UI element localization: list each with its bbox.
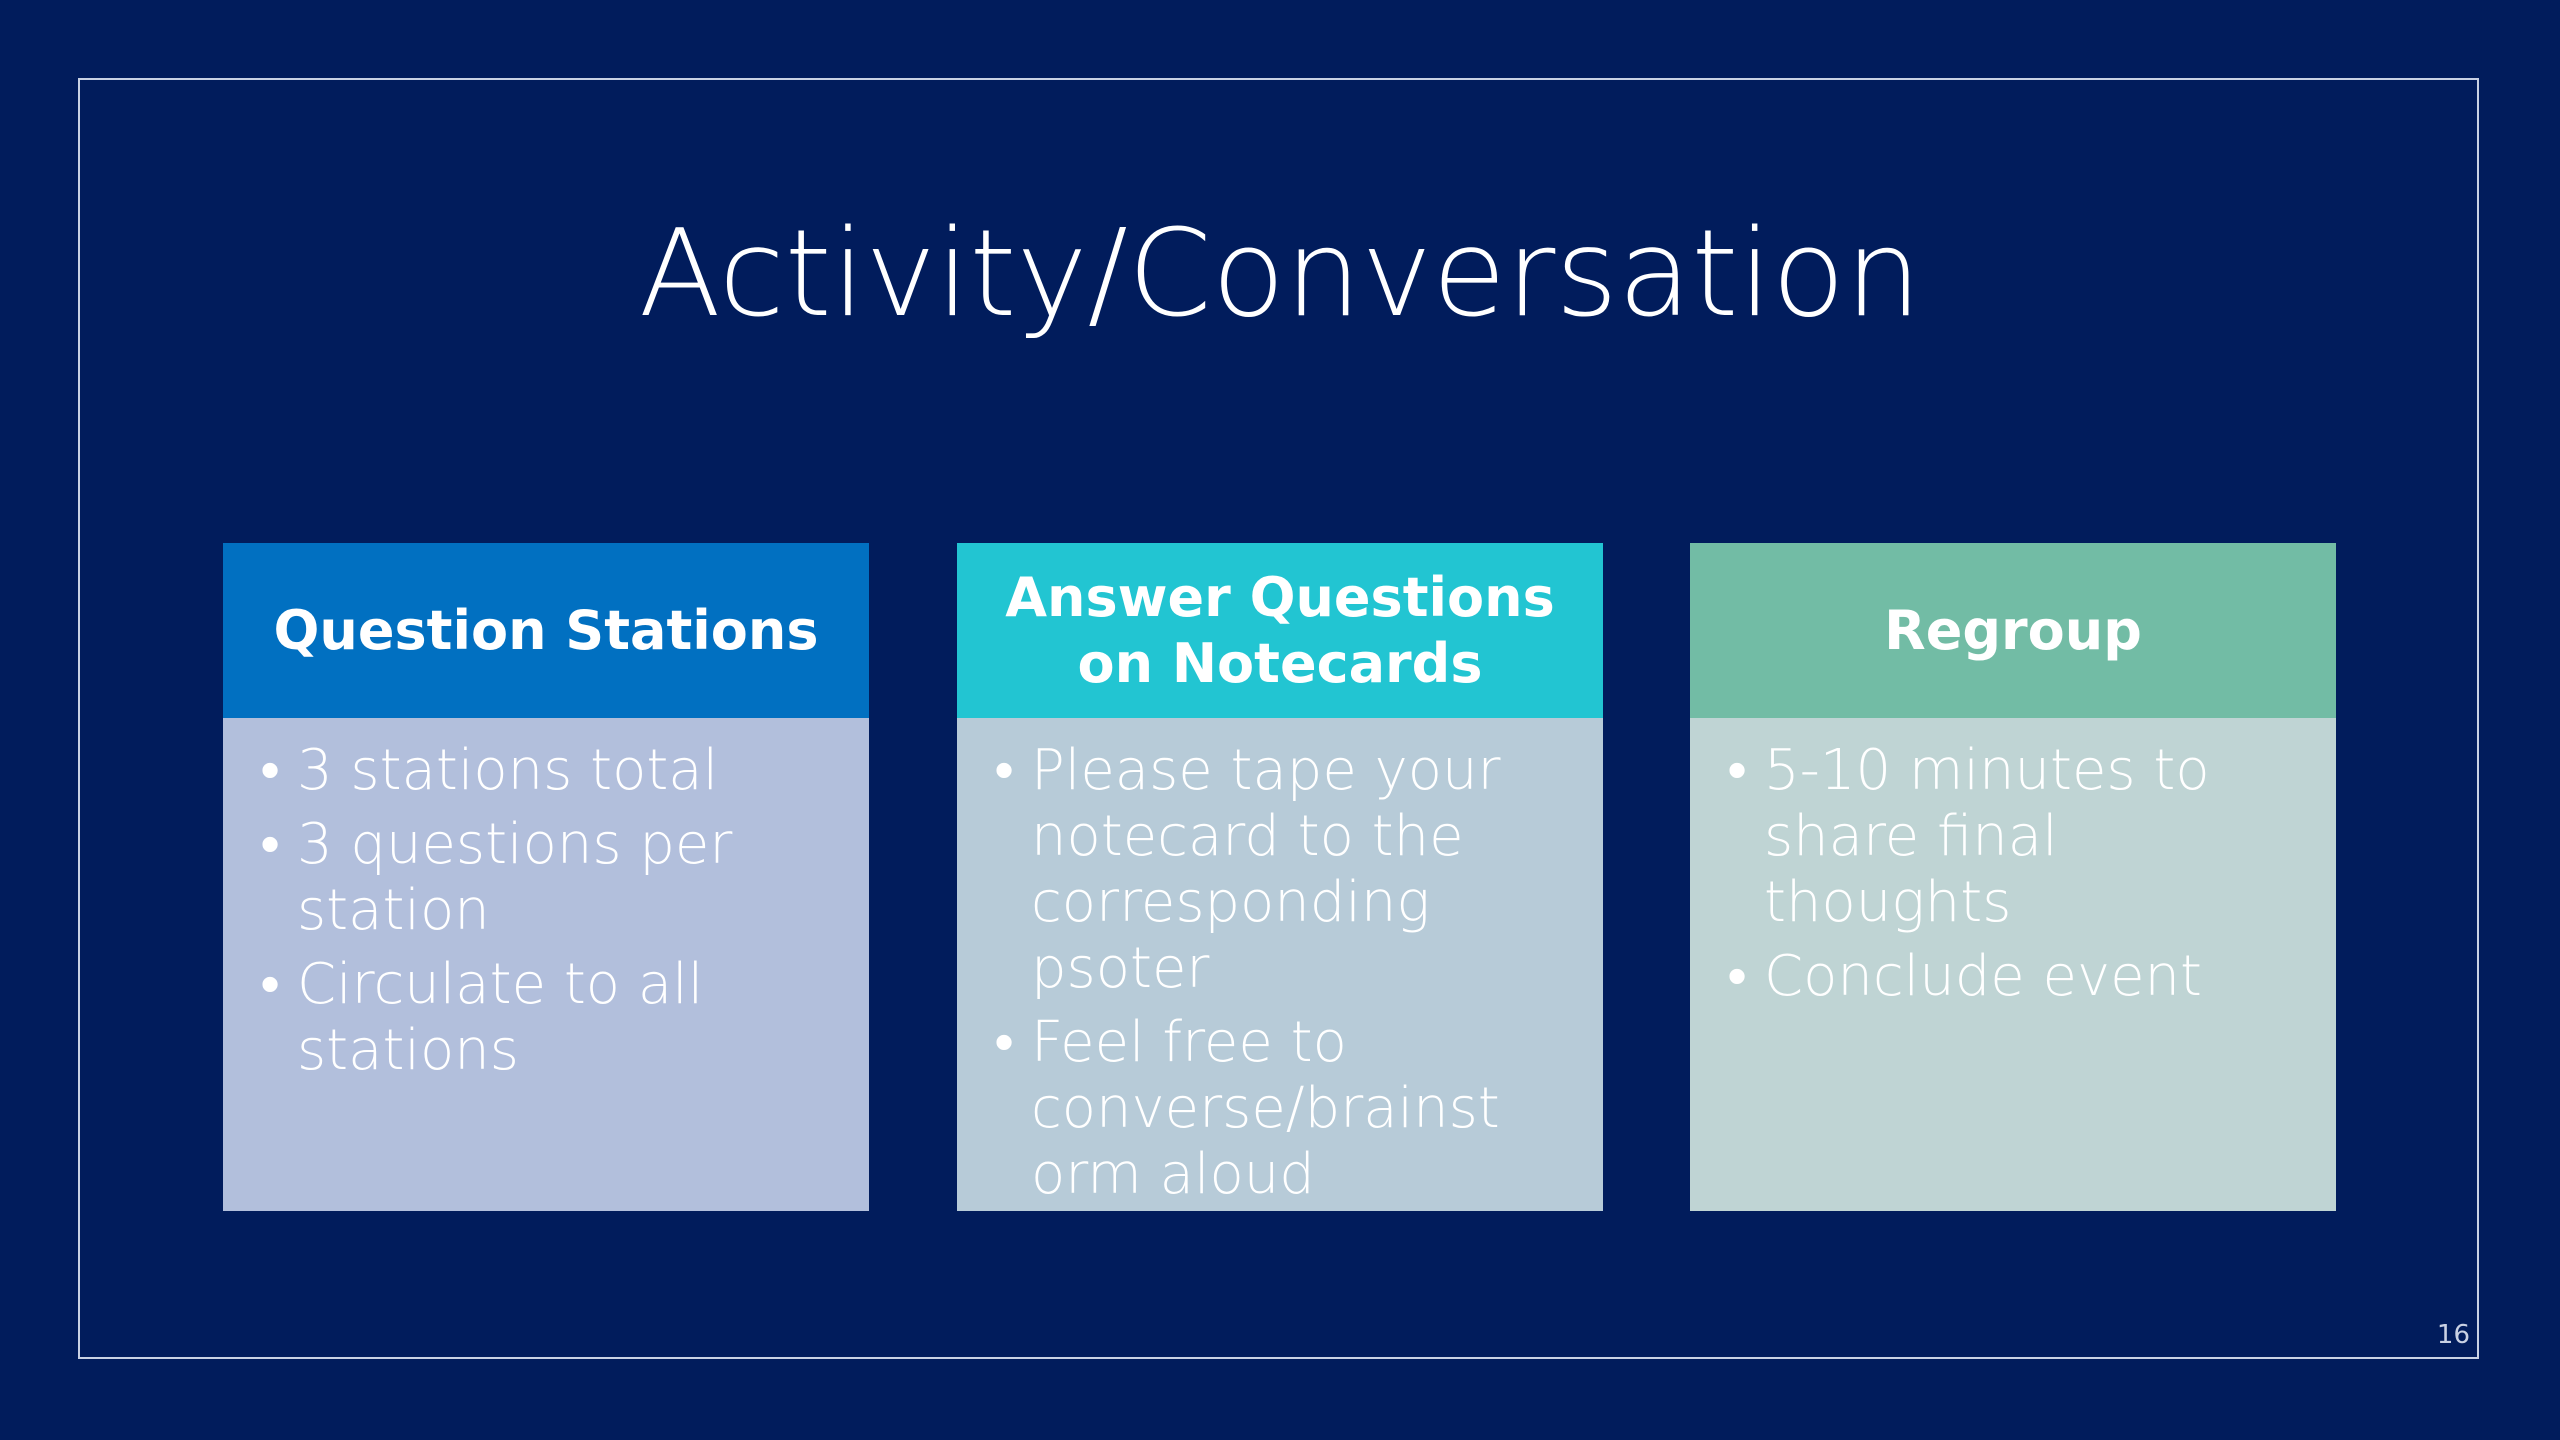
bullet-text: 3 questions per station — [297, 812, 733, 943]
list-item: • 3 questions per station — [255, 812, 849, 944]
bullet-icon: • — [260, 738, 280, 803]
bullet-icon: • — [994, 738, 1014, 803]
bullet-text: 5-10 minutes to share final thoughts — [1764, 738, 2210, 935]
bullet-icon: • — [1727, 738, 1747, 803]
bullet-text: Please tape your notecard to the corresp… — [1031, 738, 1501, 1001]
card-body: • Please tape your notecard to the corres… — [957, 718, 1603, 1211]
list-item: • 5-10 minutes to share final thoughts — [1722, 738, 2316, 936]
bullet-text: Feel free to converse/brainst orm aloud — [1031, 1010, 1500, 1207]
card-heading: Question Stations — [223, 543, 869, 718]
list-item: • 3 stations total — [255, 738, 849, 804]
card-body: • 3 stations total • 3 questions per stati… — [223, 718, 869, 1211]
slide-number: 16 — [2436, 1320, 2470, 1350]
bullet-icon: • — [260, 812, 280, 877]
card-answer-questions: Answer Questions on Notecards • Please ta… — [957, 543, 1603, 1211]
list-item: • Please tape your notecard to the corres… — [989, 738, 1583, 1002]
card-question-stations: Question Stations • 3 stations total • 3 q… — [223, 543, 869, 1211]
bullet-list: • 3 stations total • 3 questions per stati… — [255, 738, 849, 1084]
list-item: • Circulate to all stations — [255, 952, 849, 1084]
list-item: • Conclude event — [1722, 944, 2316, 1010]
bullet-text: Circulate to all stations — [297, 952, 704, 1083]
card-heading: Regroup — [1690, 543, 2336, 718]
slide-frame — [78, 78, 2479, 1359]
card-heading: Answer Questions on Notecards — [957, 543, 1603, 718]
card-body: • 5-10 minutes to share final thoughts • C… — [1690, 718, 2336, 1211]
bullet-icon: • — [260, 952, 280, 1017]
bullet-list: • Please tape your notecard to the corres… — [989, 738, 1583, 1208]
bullet-icon: • — [994, 1010, 1014, 1075]
bullet-icon: • — [1727, 944, 1747, 1009]
slide-title: Activity/Conversation — [638, 205, 1922, 344]
bullet-text: 3 stations total — [297, 738, 719, 803]
bullet-list: • 5-10 minutes to share final thoughts • C… — [1722, 738, 2316, 1010]
list-item: • Feel free to converse/brainst orm aloud — [989, 1010, 1583, 1208]
card-regroup: Regroup • 5-10 minutes to share final tho… — [1690, 543, 2336, 1211]
bullet-text: Conclude event — [1764, 944, 2202, 1009]
